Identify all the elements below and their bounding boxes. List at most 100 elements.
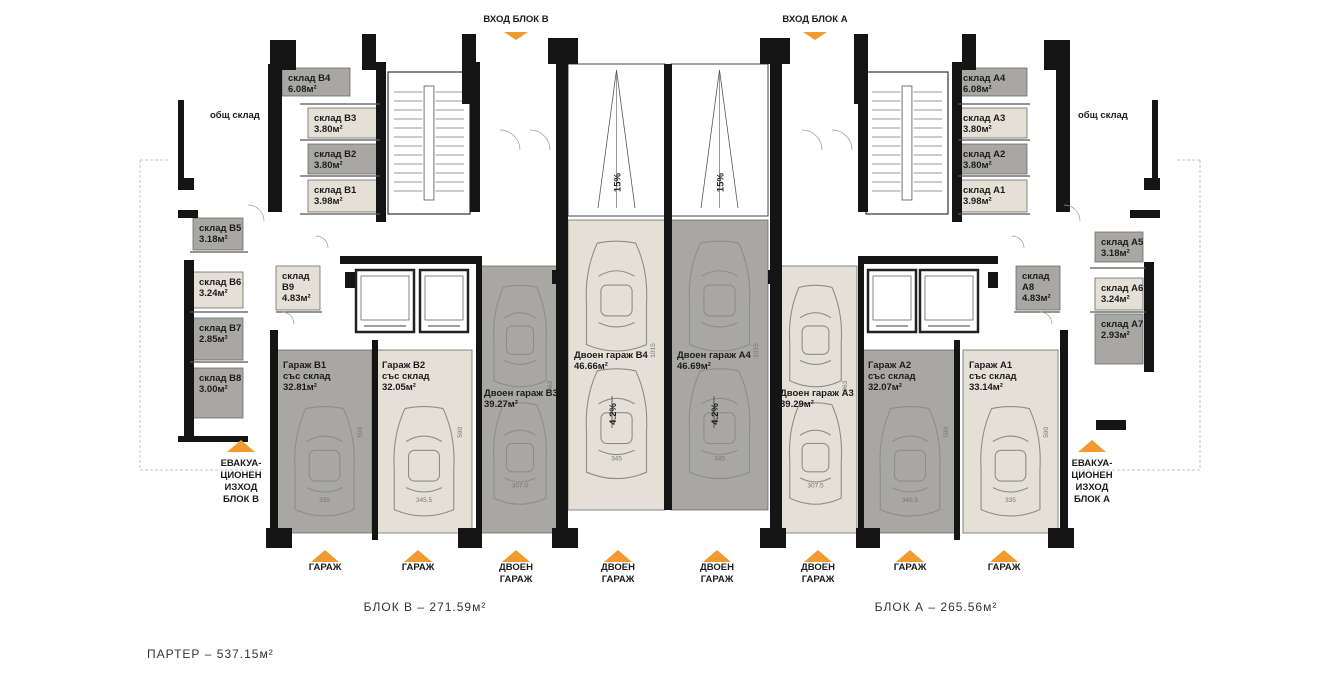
elevator <box>354 268 416 334</box>
storage-a7-label: склад А7 <box>1101 319 1143 330</box>
garage-entry-arrow-icon <box>404 550 432 562</box>
storage-b5-label: склад B5 <box>199 223 242 234</box>
storage-b6-label: склад B6 <box>199 277 241 288</box>
storage-b5-area-value: 3.18м² <box>199 234 228 245</box>
storage-b6-area-value: 3.24м² <box>199 288 228 299</box>
shared-storage-label: общ склад <box>210 110 260 121</box>
wall <box>858 256 864 536</box>
block-total: БЛОК А – 265.56м² <box>875 600 998 614</box>
entrance-arrow-icon <box>504 32 528 40</box>
garage-b2-label: Гараж B2 <box>382 360 425 371</box>
garage-a2-car <box>879 406 941 517</box>
ramp-b-arrow <box>597 69 636 209</box>
garage-entry-label: ДВОЕН <box>499 562 533 573</box>
double-garage-b4-area <box>567 219 666 511</box>
stair-well <box>423 85 435 201</box>
storage-b1-area <box>307 179 379 213</box>
car-rear-window <box>701 449 738 456</box>
car-rear-window <box>701 322 738 328</box>
wall <box>270 330 278 540</box>
garage-b2-dim-width: 345.5 <box>416 497 433 504</box>
elevator <box>418 268 470 334</box>
double-garage-a4-dim-width: 345 <box>714 456 725 463</box>
ramp-a-slope: 15% <box>716 173 727 193</box>
car-windshield <box>504 429 536 436</box>
car-body <box>393 406 455 517</box>
car-windshield <box>598 397 635 405</box>
ramp-b: 15% <box>567 63 666 217</box>
elevator-shaft <box>866 268 918 334</box>
double-garage-a3-car-2 <box>788 402 843 505</box>
storage-b9-area <box>275 265 321 311</box>
shared-storage-label: общ склад <box>1078 110 1128 121</box>
storage-a2-label: склад А2 <box>963 149 1005 160</box>
garage-entry-label: ГАРАЖ <box>309 562 342 573</box>
double-garage-b4-dim-length: 1015 <box>650 343 657 358</box>
garage-entry-label: ДВОЕН <box>700 562 734 573</box>
double-garage-a4-car-2 <box>688 368 751 480</box>
elevator-cabin <box>924 275 974 321</box>
double-garage-a3-dim-width: 307.5 <box>807 483 824 490</box>
wall <box>858 62 868 212</box>
double-garage-b3-car <box>493 284 547 388</box>
entrance-arrow-icon <box>803 32 827 40</box>
inner-slope: 4.2% <box>710 403 721 425</box>
elevator-cabin <box>872 275 912 321</box>
exit-label: ИЗХОД <box>225 482 258 493</box>
garage-a2-label-2: със склад <box>868 371 916 382</box>
garage-a2-label: Гараж А2 <box>868 360 911 371</box>
wall <box>664 64 672 510</box>
wall <box>178 436 248 442</box>
car-body <box>788 284 843 388</box>
exit-label: ЕВАКУА- <box>1072 458 1113 469</box>
double-garage-b4-label: Двоен гараж B4 <box>574 350 649 361</box>
double-garage-b4-car <box>585 240 648 352</box>
car-body <box>493 284 547 388</box>
garage-entry-arrow-icon <box>311 550 339 562</box>
car-rear-window <box>504 359 536 366</box>
wall <box>1060 330 1068 540</box>
stairwell <box>387 71 471 215</box>
car-roof <box>407 449 441 482</box>
car-rear-window <box>405 487 443 493</box>
double-garage-a4-area-value: 46.69м² <box>677 361 711 372</box>
wall <box>178 178 194 190</box>
garage-entry-label: ГАРАЖ <box>500 574 533 585</box>
wall <box>470 62 480 212</box>
garage-entry-label: ГАРАЖ <box>988 562 1021 573</box>
storage-b1: склад B13.98м² <box>307 179 379 213</box>
storage-a5: склад А53.18м² <box>1094 231 1144 263</box>
car-roof <box>801 325 830 355</box>
storage-b9-label-2: B9 <box>282 282 294 293</box>
ramp-b-slope: 15% <box>613 173 624 193</box>
entrance-label: ВХОД БЛОК А <box>782 14 847 25</box>
stair-well <box>901 85 913 201</box>
garage-entry-label: ГАРАЖ <box>402 562 435 573</box>
storage-b2-area-value: 3.80м² <box>314 160 343 171</box>
storage-b9-area-value: 4.83м² <box>282 293 311 304</box>
garage-b1-dim-length: 590 <box>357 427 364 438</box>
wall <box>476 256 482 536</box>
elevator-shaft <box>918 268 980 334</box>
car-body <box>879 406 941 517</box>
garage-entry-arrow-icon <box>990 550 1018 562</box>
storage-b1-label: склад B1 <box>314 185 357 196</box>
door-swing <box>1011 235 1025 249</box>
garage-a1-label: Гараж А1 <box>969 360 1013 371</box>
garage-entry-label: ГАРАЖ <box>701 574 734 585</box>
storage-a3-label: склад А3 <box>963 113 1005 124</box>
storage-a5-area <box>1094 231 1144 263</box>
garage-entry-arrow-icon <box>604 550 632 562</box>
storage-a1: склад А13.98м² <box>956 179 1028 213</box>
garage-b1-dim-width: 335 <box>319 497 330 504</box>
storage-a8-label: склад <box>1022 271 1050 282</box>
garage-a1-area <box>962 349 1059 534</box>
garage-entry-label: ГАРАЖ <box>602 574 635 585</box>
wall <box>266 528 292 548</box>
wall <box>184 260 194 440</box>
garage-entry-arrow-icon <box>896 550 924 562</box>
